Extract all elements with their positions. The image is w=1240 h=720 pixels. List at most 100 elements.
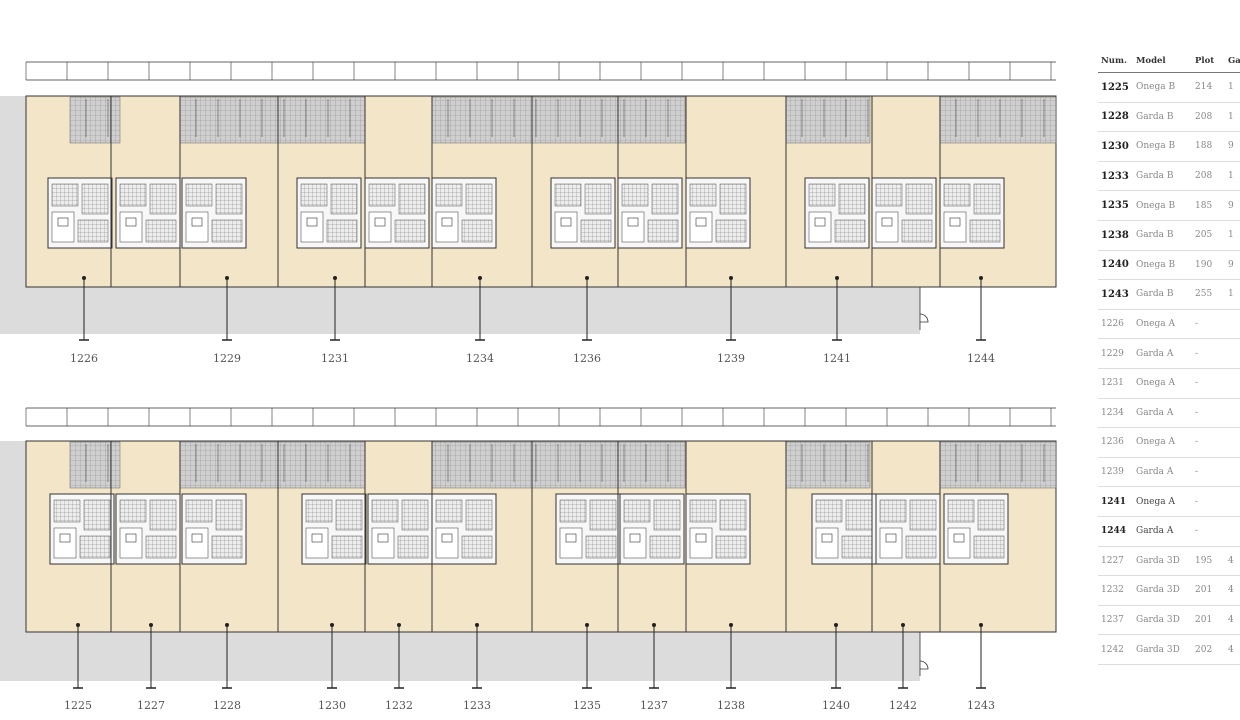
furniture — [565, 533, 577, 543]
room-tiles — [977, 499, 1005, 531]
cell-plot: 255 — [1192, 279, 1225, 310]
table-header-row: Num. Model Plot Ga — [1098, 50, 1240, 73]
plot-label: 1237 — [640, 699, 668, 712]
room — [943, 211, 967, 243]
cell-garage: 4 — [1225, 575, 1240, 606]
furniture — [949, 217, 961, 227]
bottom-street-strip — [25, 407, 1056, 427]
room-tiles — [905, 183, 933, 215]
room-tiles — [838, 183, 866, 215]
cell-model: Garda B — [1133, 279, 1192, 310]
cell-plot: 201 — [1192, 605, 1225, 636]
paving — [69, 96, 121, 144]
room-tiles — [119, 183, 147, 207]
terrace-tiles — [145, 535, 177, 559]
furniture — [306, 217, 318, 227]
room — [305, 527, 329, 559]
room-tiles — [584, 183, 612, 215]
cell-model: Garda A — [1133, 516, 1192, 547]
room — [185, 527, 209, 559]
room-tiles — [149, 499, 177, 531]
cell-num: 1235 — [1098, 190, 1133, 221]
furniture — [374, 217, 386, 227]
room — [808, 211, 832, 243]
room-tiles — [215, 183, 243, 215]
room-tiles — [185, 183, 213, 207]
room — [119, 211, 143, 243]
plot-label: 1230 — [318, 699, 346, 712]
room-tiles — [81, 183, 109, 215]
room — [623, 527, 647, 559]
cell-garage — [1225, 457, 1240, 488]
bottom-block: 1225 1227 1228 1230 1232 1233 1235 1237 … — [0, 407, 1057, 712]
furniture — [881, 217, 893, 227]
room-tiles — [83, 499, 111, 531]
terrace-tiles — [211, 219, 243, 243]
room-tiles — [398, 183, 426, 215]
cell-garage: 4 — [1225, 605, 1240, 636]
furniture — [191, 533, 203, 543]
room — [51, 211, 75, 243]
cell-model: Garda A — [1133, 457, 1192, 488]
cell-plot: - — [1192, 457, 1225, 488]
furniture — [629, 533, 641, 543]
cell-num: 1233 — [1098, 161, 1133, 192]
cell-num: 1234 — [1098, 398, 1133, 429]
room-tiles — [185, 499, 213, 523]
room — [435, 211, 459, 243]
room-tiles — [305, 499, 333, 523]
cell-num: 1228 — [1098, 102, 1133, 133]
room — [879, 527, 903, 559]
terrace-tiles — [973, 535, 1005, 559]
cell-garage: 9 — [1225, 250, 1240, 281]
furniture — [695, 533, 707, 543]
col-model: Model — [1133, 50, 1192, 73]
cell-num: 1237 — [1098, 605, 1133, 636]
gate-mark — [919, 313, 929, 323]
plot-label: 1235 — [573, 699, 601, 712]
cell-plot: - — [1192, 368, 1225, 399]
plot-label: 1231 — [321, 352, 349, 365]
terrace-tiles — [77, 219, 109, 243]
terrace-tiles — [461, 535, 493, 559]
cell-model: Garda B — [1133, 161, 1192, 192]
room-tiles — [653, 499, 681, 531]
bottom-labels: 1225 1227 1228 1230 1232 1233 1235 1237 … — [64, 699, 995, 712]
cell-model: Onega B — [1133, 131, 1192, 162]
room-tiles — [465, 183, 493, 215]
room-tiles — [435, 183, 463, 207]
cell-garage — [1225, 309, 1240, 340]
terrace-tiles — [841, 535, 873, 559]
furniture — [821, 533, 833, 543]
furniture — [441, 533, 453, 543]
cell-model: Onega A — [1133, 427, 1192, 458]
room — [621, 211, 645, 243]
cell-num: 1230 — [1098, 131, 1133, 162]
cell-model: Garda A — [1133, 338, 1192, 369]
plot-label: 1244 — [967, 352, 995, 365]
plot-label: 1232 — [385, 699, 413, 712]
cell-num: 1243 — [1098, 279, 1133, 310]
top-block: 1226 1229 1231 1234 1236 1239 1241 1244 — [0, 61, 1057, 365]
cell-num: 1238 — [1098, 220, 1133, 251]
plot-label: 1229 — [213, 352, 241, 365]
cell-garage: 9 — [1225, 190, 1240, 221]
room-tiles — [435, 499, 463, 523]
room-tiles — [719, 499, 747, 531]
cell-model: Onega A — [1133, 309, 1192, 340]
cell-plot: - — [1192, 309, 1225, 340]
room-tiles — [623, 499, 651, 523]
top-street-strip — [25, 61, 1056, 81]
room — [554, 211, 578, 243]
cell-model: Onega B — [1133, 190, 1192, 221]
room-tiles — [554, 183, 582, 207]
terrace-tiles — [969, 219, 1001, 243]
room-tiles — [371, 499, 399, 523]
cell-num: 1236 — [1098, 427, 1133, 458]
